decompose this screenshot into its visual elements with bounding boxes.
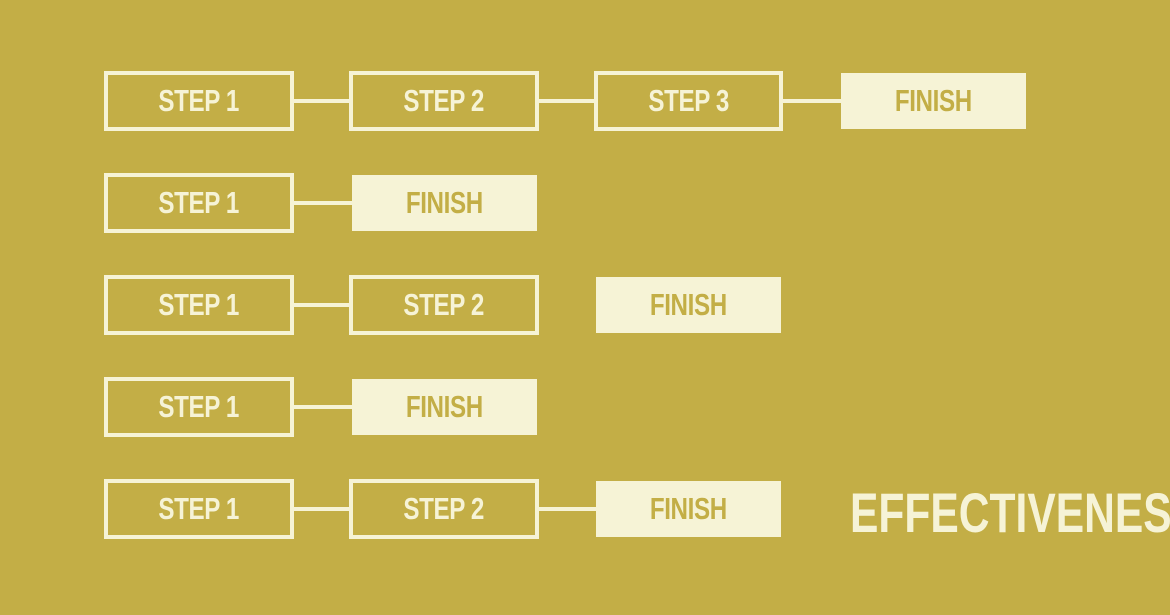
step-label: STEP 1 [158, 287, 240, 322]
step-box: STEP 2 [349, 275, 539, 335]
connector-line [294, 99, 350, 103]
step-box: STEP 2 [349, 71, 539, 131]
finish-label: FINISH [650, 287, 727, 322]
step-box: STEP 1 [104, 71, 294, 131]
step-box: STEP 1 [104, 377, 294, 437]
finish-box: FINISH [596, 481, 781, 537]
connector-line [539, 507, 597, 511]
connector-line [783, 99, 841, 103]
process-row-3: STEP 1 STEP 2 FINISH [0, 275, 1170, 335]
process-row-2: STEP 1 FINISH [0, 173, 1170, 233]
finish-box: FINISH [841, 73, 1026, 129]
step-box: STEP 1 [104, 275, 294, 335]
finish-label: FINISH [406, 389, 483, 424]
step-label: STEP 1 [158, 83, 240, 118]
connector-line [294, 507, 350, 511]
step-label: STEP 3 [648, 83, 729, 118]
step-box: STEP 1 [104, 479, 294, 539]
step-label: STEP 2 [403, 287, 485, 322]
step-label: STEP 1 [158, 185, 240, 220]
finish-box: FINISH [596, 277, 781, 333]
step-label: STEP 2 [403, 83, 485, 118]
connector-line [294, 201, 352, 205]
step-label: STEP 2 [403, 491, 485, 526]
step-label: STEP 1 [158, 491, 240, 526]
process-row-1: STEP 1 STEP 2 STEP 3 FINISH [0, 71, 1170, 131]
finish-label: FINISH [895, 83, 972, 118]
step-label: STEP 1 [158, 389, 240, 424]
step-box: STEP 2 [349, 479, 539, 539]
finish-box: FINISH [352, 175, 537, 231]
connector-line [294, 303, 350, 307]
effectiveness-caption: EFFECTIVENESS [850, 481, 1170, 544]
step-box: STEP 1 [104, 173, 294, 233]
connector-line [294, 405, 352, 409]
connector-line [539, 99, 595, 103]
process-row-5: STEP 1 STEP 2 FINISH [0, 479, 1170, 539]
process-row-4: STEP 1 FINISH [0, 377, 1170, 437]
finish-label: FINISH [650, 491, 727, 526]
finish-box: FINISH [352, 379, 537, 435]
step-box: STEP 3 [594, 71, 783, 131]
finish-label: FINISH [406, 185, 483, 220]
